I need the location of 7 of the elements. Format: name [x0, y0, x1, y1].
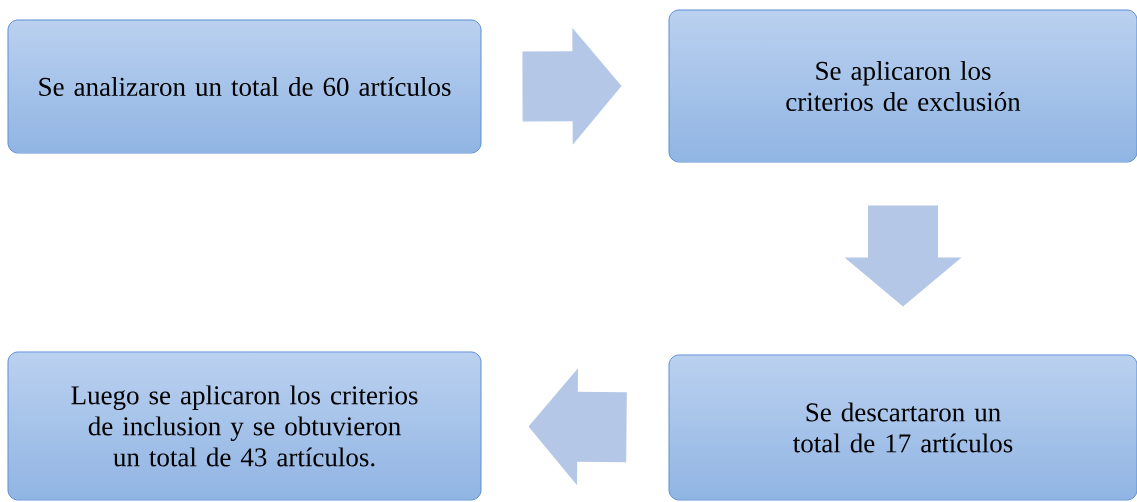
process-box: Luego se aplicaron los criterios de inclusion y se obtuvieron un total de 43 artículos.: [7, 351, 482, 501]
process-box: Se analizaron un total de 60 artículos: [7, 19, 482, 154]
block-arrow: [522, 27, 622, 145]
block-arrow: [844, 205, 962, 307]
process-box: Se descartaron un total de 17 artículos: [668, 354, 1137, 501]
process-box: Se aplicaron los criterios de exclusión: [668, 9, 1137, 163]
block-arrow: [528, 368, 627, 486]
